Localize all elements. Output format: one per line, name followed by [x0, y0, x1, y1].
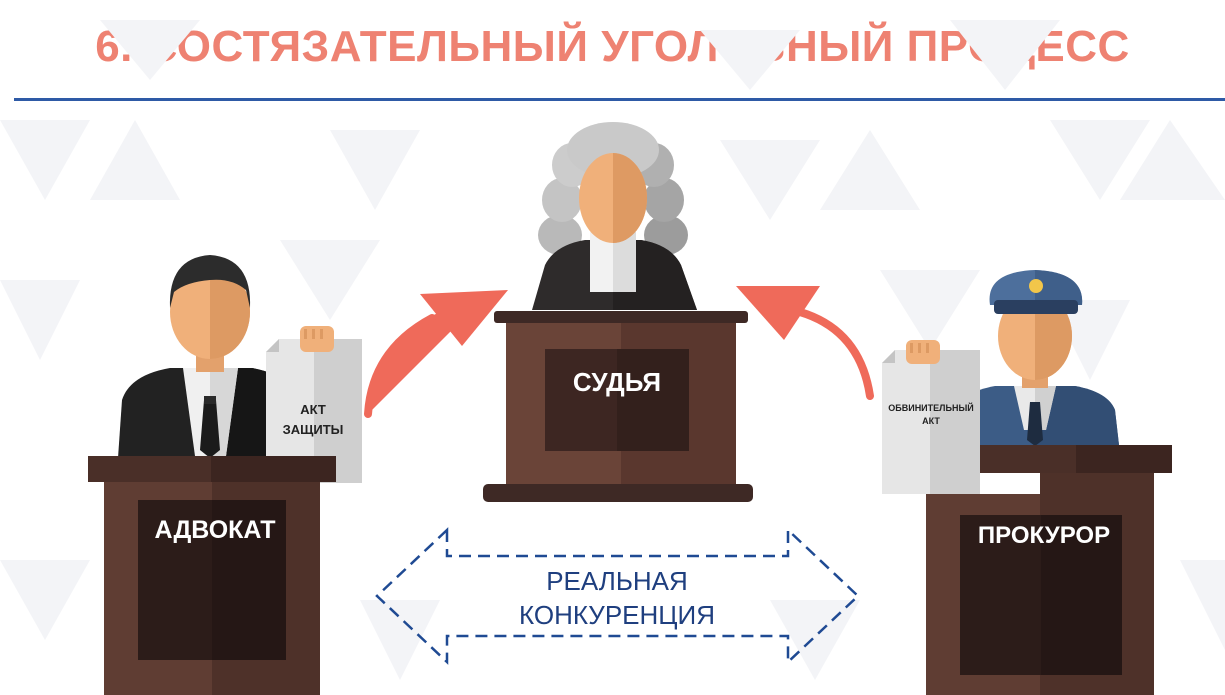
indictment-document: ОБВИНИТЕЛЬНЫЙ АКТ: [882, 340, 980, 494]
prosecutor-figure: [950, 270, 1119, 446]
indictment-document-line1: ОБВИНИТЕЛЬНЫЙ: [888, 402, 973, 413]
slide-title: 6. СОСТЯЗАТЕЛЬНЫЙ УГОЛОВНЫЙ ПРОЦЕСС: [95, 22, 1130, 71]
defense-document: АКТ ЗАЩИТЫ: [266, 326, 362, 483]
judge-figure: [532, 122, 697, 310]
lawyer-label: АДВОКАТ: [154, 516, 275, 544]
arrow-prosecutor-to-judge: [736, 286, 874, 400]
prosecutor-label: ПРОКУРОР: [978, 522, 1110, 549]
arrow-lawyer-to-judge: [364, 290, 508, 418]
background-pattern: [0, 20, 1225, 680]
indictment-document-line2: АКТ: [922, 416, 940, 426]
prosecutor-podium: ПРОКУРОР: [926, 445, 1172, 695]
title-rule: [14, 98, 1225, 101]
defense-document-line1: АКТ: [300, 402, 326, 417]
judge-podium: СУДЬЯ: [483, 311, 753, 502]
lawyer-figure: [118, 255, 302, 458]
competition-double-arrow: РЕАЛЬНАЯ КОНКУРЕНЦИЯ: [375, 527, 860, 665]
defense-document-line2: ЗАЩИТЫ: [283, 422, 344, 437]
lawyer-podium: АДВОКАТ: [88, 456, 336, 695]
competition-line1: РЕАЛЬНАЯ: [546, 566, 688, 596]
competition-line2: КОНКУРЕНЦИЯ: [519, 600, 715, 630]
judge-label: СУДЬЯ: [573, 367, 661, 397]
